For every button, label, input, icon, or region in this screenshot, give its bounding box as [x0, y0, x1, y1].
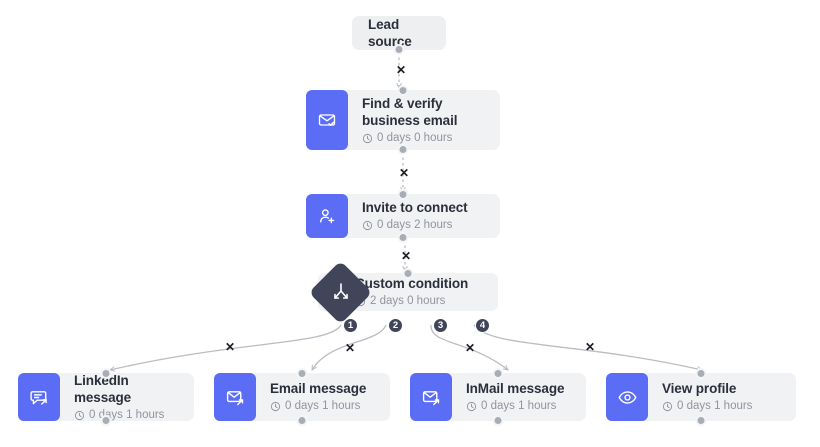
delete-edge-branch-2[interactable]: ✕ [344, 341, 356, 355]
delete-edge-branch-1[interactable]: ✕ [224, 340, 236, 354]
node-invite-to-connect[interactable]: Invite to connect 0 days 2 hours [306, 189, 500, 243]
node-linkedin-message[interactable]: LinkedIn message 0 days 1 hours [18, 368, 194, 426]
node-body: Find & verify business email 0 days 0 ho… [348, 90, 500, 150]
port-top[interactable] [402, 268, 414, 279]
duration-text: 0 days 0 hours [377, 131, 453, 144]
node-email-message[interactable]: Email message 0 days 1 hours [214, 368, 390, 426]
duration-text: 0 days 1 hours [677, 400, 753, 412]
duration-text: 2 days 0 hours [370, 295, 446, 307]
port-bottom[interactable] [296, 415, 308, 426]
node-view-profile[interactable]: View profile 0 days 1 hours [606, 368, 796, 426]
node-find-verify-business-email[interactable]: Find & verify business email 0 days 0 ho… [306, 85, 500, 155]
branch-badge-1[interactable]: 1 [343, 318, 358, 333]
node-body: LinkedIn message 0 days 1 hours [60, 373, 194, 421]
envelope-check-icon [306, 90, 348, 150]
port-top[interactable] [397, 189, 409, 200]
node-title: View profile [662, 381, 737, 396]
branch-badge-2[interactable]: 2 [388, 318, 403, 333]
node-duration: 0 days 1 hours [270, 399, 378, 414]
delete-edge-lead-to-email[interactable]: ✕ [395, 63, 407, 77]
chat-send-icon [18, 373, 60, 421]
envelope-send-icon [214, 373, 256, 421]
node-title: Invite to connect [362, 200, 468, 215]
port-bottom[interactable] [393, 44, 405, 55]
node-title: LinkedIn message [74, 372, 132, 405]
node-lead-source[interactable]: Lead source [352, 16, 446, 55]
clock-icon [662, 401, 673, 412]
port-bottom[interactable] [100, 415, 112, 426]
node-duration: 2 days 0 hours [355, 294, 486, 309]
duration-text: 0 days 1 hours [285, 400, 361, 412]
duration-text: 0 days 2 hours [377, 219, 453, 231]
node-body: View profile 0 days 1 hours [648, 373, 796, 421]
port-bottom[interactable] [397, 144, 409, 155]
port-top[interactable] [397, 85, 409, 96]
delete-edge-email-to-invite[interactable]: ✕ [398, 166, 410, 180]
port-top[interactable] [492, 368, 504, 379]
node-custom-condition[interactable]: Custom condition 2 days 0 hours [308, 260, 498, 324]
node-duration: 0 days 1 hours [466, 399, 574, 414]
node-inmail-message[interactable]: InMail message 0 days 1 hours [410, 368, 586, 426]
node-body: Email message 0 days 1 hours [256, 373, 390, 421]
clock-icon [362, 133, 373, 143]
port-bottom[interactable] [695, 415, 707, 426]
envelope-send-icon [410, 373, 452, 421]
clock-icon [74, 410, 85, 420]
delete-edge-branch-3[interactable]: ✕ [464, 341, 476, 355]
clock-icon [466, 401, 477, 412]
node-title: InMail message [466, 381, 565, 396]
delete-edge-invite-to-condition[interactable]: ✕ [400, 249, 412, 263]
duration-text: 0 days 1 hours [481, 400, 557, 412]
node-title: Custom condition [355, 276, 469, 291]
node-duration: 0 days 1 hours [662, 399, 784, 414]
delete-edge-branch-4[interactable]: ✕ [584, 340, 596, 354]
branch-badge-3[interactable]: 3 [433, 318, 448, 333]
clock-icon [270, 401, 281, 412]
node-duration: 0 days 1 hours [74, 408, 182, 423]
node-body: Invite to connect 0 days 2 hours [348, 194, 500, 238]
user-plus-icon [306, 194, 348, 238]
eye-icon [606, 373, 648, 421]
port-bottom[interactable] [397, 232, 409, 243]
node-title-line1: Find & verify [362, 95, 443, 111]
node-duration: 0 days 2 hours [362, 218, 488, 233]
port-top[interactable] [100, 368, 112, 379]
port-top[interactable] [695, 368, 707, 379]
branch-badge-4[interactable]: 4 [475, 318, 490, 333]
node-body: InMail message 0 days 1 hours [452, 373, 586, 421]
branch-split-icon [318, 270, 363, 315]
node-title-line2: business email [362, 112, 458, 128]
clock-icon [362, 220, 373, 231]
port-top[interactable] [296, 368, 308, 379]
node-duration: 0 days 0 hours [362, 131, 488, 146]
node-title: Email message [270, 381, 367, 396]
port-bottom[interactable] [492, 415, 504, 426]
node-body: Custom condition 2 days 0 hours [318, 273, 498, 311]
